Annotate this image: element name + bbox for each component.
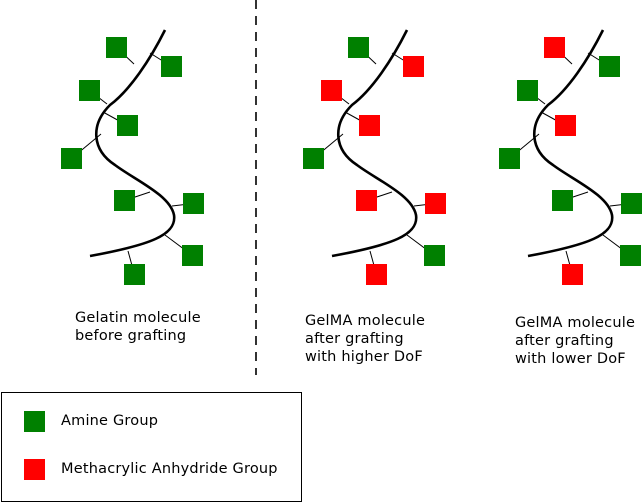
amine-swatch <box>24 410 45 432</box>
caption-line: after grafting <box>515 333 614 349</box>
amine-group <box>106 37 127 58</box>
molecule-backbone <box>89 29 176 258</box>
methacrylic-group <box>359 115 380 136</box>
caption-gelatin: Gelatin molecule before grafting <box>75 309 201 345</box>
legend-label: Methacrylic Anhydride Group <box>61 461 278 477</box>
molecule-panel-3 <box>499 29 642 285</box>
methacrylic-group <box>356 190 377 211</box>
amine-group <box>61 148 82 169</box>
methacrylic-swatch <box>24 458 45 480</box>
amine-group <box>424 245 445 266</box>
caption-gelma-higher: GelMA molecule after grafting with highe… <box>305 312 425 366</box>
methacrylic-group <box>555 115 576 136</box>
caption-line: GelMA molecule <box>515 315 636 331</box>
amine-group <box>124 264 145 285</box>
legend-item-amine: Amine Group <box>24 410 158 432</box>
molecule-panel-1 <box>61 29 204 285</box>
caption-line: with higher DoF <box>305 349 423 365</box>
amine-group <box>182 245 203 266</box>
amine-group <box>348 37 369 58</box>
caption-line: before grafting <box>75 328 187 344</box>
legend: Amine Group Methacrylic Anhydride Group <box>1 392 302 502</box>
methacrylic-group <box>544 37 565 58</box>
amine-group <box>552 190 573 211</box>
amine-group <box>161 56 182 77</box>
molecule-panel-2 <box>303 29 446 285</box>
amine-group <box>79 80 100 101</box>
legend-item-methacrylic: Methacrylic Anhydride Group <box>24 458 278 480</box>
methacrylic-group <box>403 56 424 77</box>
caption-line: after grafting <box>305 331 404 347</box>
methacrylic-group <box>366 264 387 285</box>
amine-group <box>303 148 324 169</box>
amine-group <box>117 115 138 136</box>
amine-group <box>499 148 520 169</box>
methacrylic-group <box>321 80 342 101</box>
amine-group <box>620 245 641 266</box>
molecule-backbone <box>527 29 614 258</box>
caption-line: GelMA molecule <box>305 313 426 329</box>
amine-group <box>114 190 135 211</box>
amine-group <box>621 193 642 214</box>
amine-group <box>517 80 538 101</box>
caption-line: with lower DoF <box>515 351 626 367</box>
methacrylic-group <box>562 264 583 285</box>
caption-gelma-lower: GelMA molecule after grafting with lower… <box>515 314 635 368</box>
methacrylic-group <box>425 193 446 214</box>
molecule-backbone <box>331 29 418 258</box>
legend-label: Amine Group <box>61 413 159 429</box>
amine-group <box>183 193 204 214</box>
amine-group <box>599 56 620 77</box>
caption-line: Gelatin molecule <box>75 310 201 326</box>
